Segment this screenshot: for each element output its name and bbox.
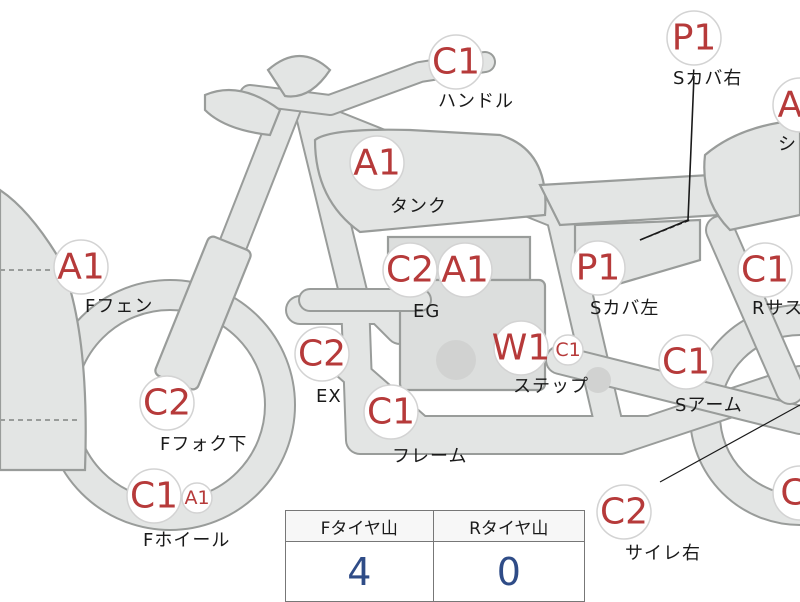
tire-table-header-front: Fタイヤ山 — [285, 509, 434, 543]
step-peg-mark — [585, 367, 611, 393]
badge-tank: A1 — [349, 135, 405, 191]
label-r-suspension: Rサス — [752, 298, 800, 319]
badge-engine-1: C2 — [382, 242, 438, 298]
svg-text:A1: A1 — [184, 487, 209, 509]
badge-frame: C1 — [363, 384, 419, 440]
svg-text:C1: C1 — [662, 342, 710, 383]
badge-f-fender: A1 — [53, 239, 109, 295]
svg-text:A1: A1 — [441, 250, 489, 291]
tire-table-value-front: 4 — [285, 541, 434, 602]
svg-text:C1: C1 — [130, 476, 178, 517]
svg-text:C1: C1 — [555, 339, 580, 361]
svg-text:C1: C1 — [432, 42, 480, 83]
label-s-cover-right: Sカバ右 — [673, 68, 742, 89]
svg-text:C: C — [780, 473, 800, 514]
tire-table-header-row: Fタイヤ山 Rタイヤ山 — [285, 509, 586, 543]
tire-table-header-rear: Rタイヤ山 — [432, 509, 586, 543]
label-step: ステップ — [513, 376, 589, 397]
svg-text:C2: C2 — [600, 492, 648, 533]
badge-seat: A — [772, 77, 800, 133]
side-cover-shape — [538, 173, 722, 227]
label-engine: EG — [413, 301, 440, 322]
engine-cover-mark — [436, 340, 476, 380]
front-fender-shape — [0, 188, 87, 472]
badge-exhaust: C2 — [294, 326, 350, 382]
svg-text:A1: A1 — [57, 247, 105, 288]
badge-s-cover-left: P1 — [570, 240, 626, 296]
svg-text:C2: C2 — [143, 383, 191, 424]
label-tank: タンク — [390, 196, 447, 217]
badge-muffler-right: C2 — [596, 484, 652, 540]
label-muffler-right: サイレ右 — [625, 543, 701, 564]
badge-engine-2: A1 — [437, 242, 493, 298]
badge-f-wheel-1: C1 — [126, 468, 182, 524]
badge-step-1: W1 — [492, 320, 551, 376]
svg-text:C2: C2 — [298, 334, 346, 375]
tire-table-value-rear: 0 — [432, 541, 586, 602]
label-f-fork-lower: Fフォク下 — [160, 434, 247, 455]
label-handle: ハンドル — [438, 91, 514, 112]
tire-table-value-row: 4 0 — [285, 541, 586, 602]
damage-badges: C1 P1 A A1 A1 C2 A1 P1 — [53, 10, 800, 540]
label-frame: フレーム — [392, 446, 467, 467]
svg-text:W1: W1 — [492, 328, 551, 369]
svg-text:C2: C2 — [386, 250, 434, 291]
label-swing-arm: Sアーム — [675, 395, 743, 416]
leader-line-muffler — [659, 404, 800, 483]
badge-r-wheel: C — [772, 465, 800, 521]
label-exhaust: EX — [316, 386, 342, 407]
svg-text:A: A — [778, 85, 800, 126]
svg-text:C1: C1 — [741, 250, 789, 291]
badge-handle: C1 — [428, 34, 484, 90]
label-seat: シ — [778, 134, 797, 155]
badge-swing-arm: C1 — [658, 334, 714, 390]
badge-step-2: C1 — [552, 334, 584, 366]
badge-r-suspension: C1 — [737, 242, 793, 298]
label-s-cover-left: Sカバ左 — [590, 298, 659, 319]
seat-shape — [703, 118, 800, 232]
svg-text:P1: P1 — [672, 18, 717, 59]
label-f-fender: Fフェン — [85, 296, 153, 317]
badge-f-fork-lower: C2 — [139, 375, 195, 431]
svg-text:A1: A1 — [353, 143, 401, 184]
part-labels: ハンドル Sカバ右 シ タンク Fフェン EG Sカバ左 Rサス EX ステップ… — [85, 68, 800, 564]
headlight-shape — [266, 55, 332, 98]
badge-f-wheel-2: A1 — [181, 482, 213, 514]
label-f-wheel: Fホイール — [143, 530, 230, 551]
svg-text:C1: C1 — [367, 392, 415, 433]
badge-s-cover-right: P1 — [666, 10, 722, 66]
svg-text:P1: P1 — [576, 248, 621, 289]
tire-tread-table: Fタイヤ山 Rタイヤ山 4 0 — [285, 509, 586, 602]
